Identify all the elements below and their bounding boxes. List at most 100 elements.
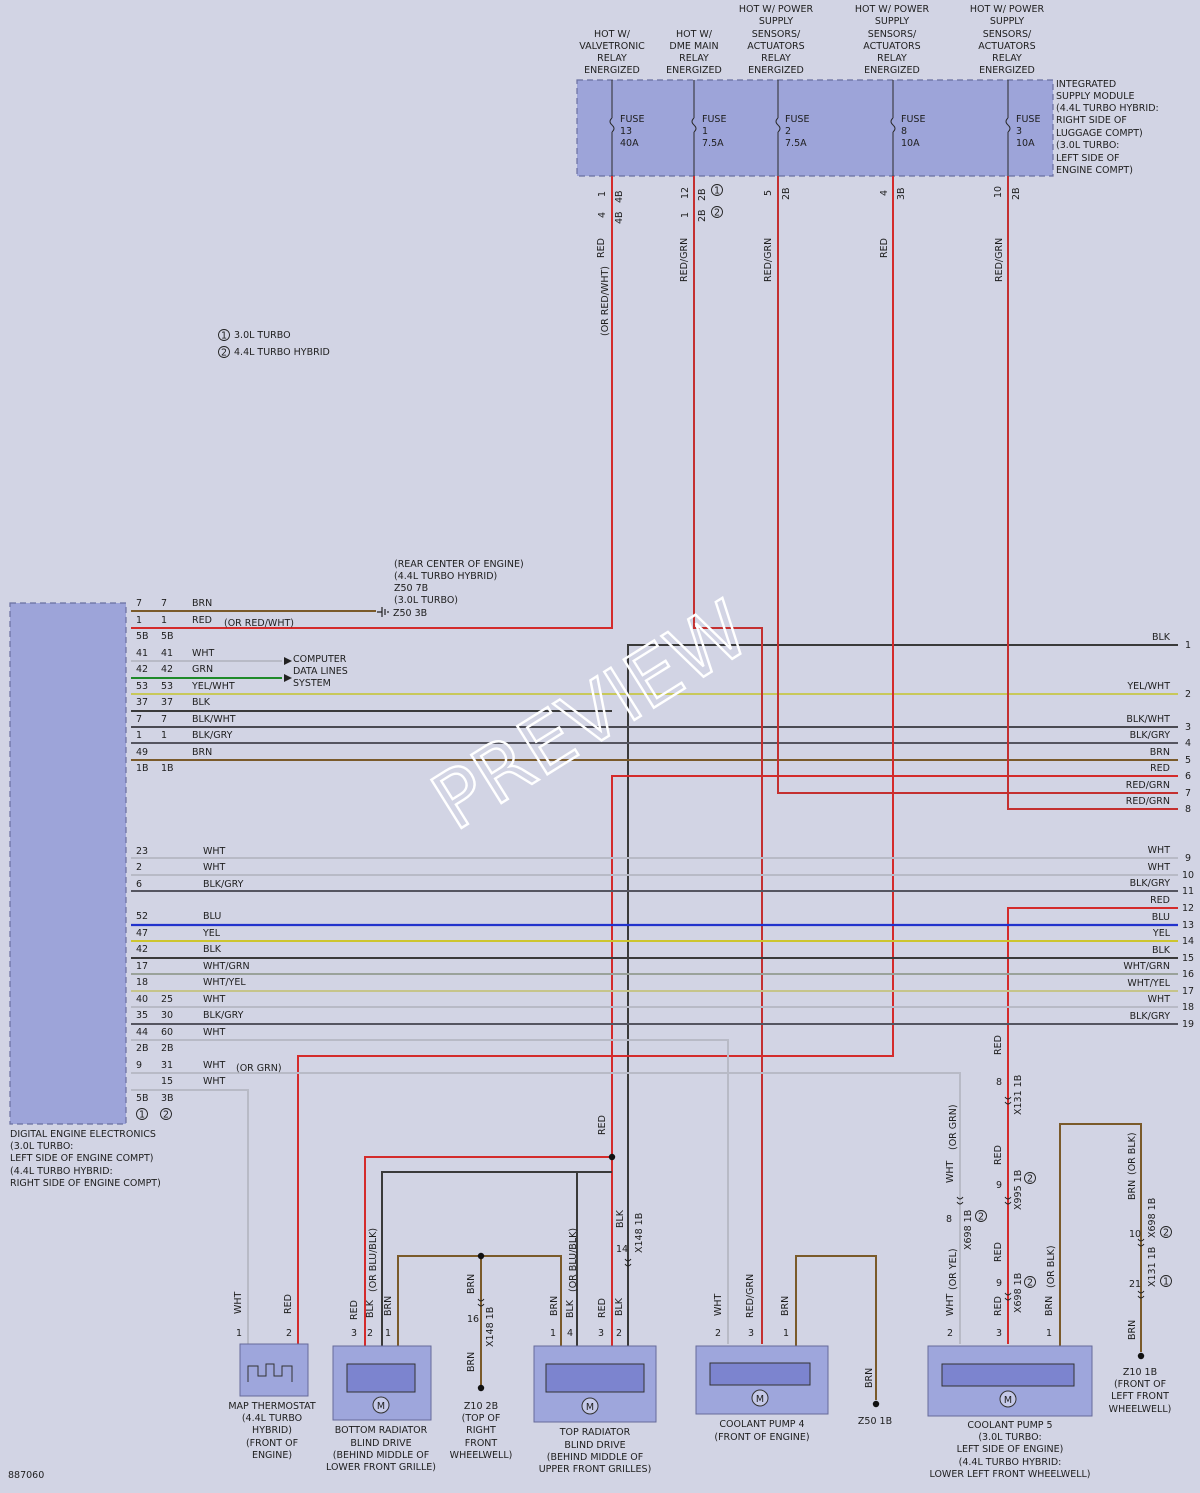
map-thermostat-label-2: (4.4L TURBO xyxy=(242,1413,302,1424)
ism-pin-labels: 1 4B 4 4B 12 2B 1 2B 5 2B 4 3B 10 2B xyxy=(597,186,1022,224)
dme-pin-b: 25 xyxy=(161,994,173,1005)
z10-2b-label-1: Z10 2B xyxy=(464,1401,498,1412)
dme-pin-a: 6 xyxy=(136,879,142,890)
ism-label-8: ENGINE COMPT) xyxy=(1056,165,1133,176)
header-1-line-3: RELAY xyxy=(597,53,627,64)
terminal-wire-color: RED/GRN xyxy=(1126,780,1170,791)
header-3-line-3: SENSORS/ xyxy=(752,29,801,40)
dme-pin-a: 9 xyxy=(136,1060,142,1071)
variant-legend: 1 3.0L TURBO 2 4.4L TURBO HYBRID xyxy=(218,329,330,359)
fuse-2-label: FUSE xyxy=(785,114,809,125)
thermostat-icon xyxy=(247,1363,293,1382)
pin: 2 xyxy=(715,1328,721,1339)
variant-marker-2: 2 xyxy=(978,1212,984,1223)
top-blind-label-3: (BEHIND MIDDLE OF xyxy=(547,1452,644,1463)
header-2-line-1: HOT W/ xyxy=(676,29,713,40)
ground-z50-line-1: (REAR CENTER OF ENGINE) xyxy=(394,559,524,570)
fuse-1-conn-a: 2B xyxy=(697,188,708,201)
legend-marker-2: 2 xyxy=(221,348,227,359)
p5-wire-note2: (OR BLK) xyxy=(1046,1245,1057,1288)
top-blind-motor-icon xyxy=(581,1397,599,1415)
dme-pin-a: 41 xyxy=(136,648,148,659)
z10-2b-label-4: FRONT xyxy=(465,1438,498,1449)
pump-5-label-3: LEFT SIDE OF ENGINE) xyxy=(957,1444,1064,1455)
dme-pin-a: 35 xyxy=(136,1010,148,1021)
z50-1b-label: Z50 1B xyxy=(858,1416,892,1427)
dme-wire-color: BLK/GRY xyxy=(203,1010,244,1021)
term-12-drop-red: RED xyxy=(993,1035,1004,1055)
terminal-wire-color: RED xyxy=(1150,763,1170,774)
variant-marker-2: 2 xyxy=(1163,1228,1169,1239)
header-4-line-2: SUPPLY xyxy=(875,16,909,27)
header-5-line-4: ACTUATORS xyxy=(978,41,1035,52)
marker-circle xyxy=(711,206,723,218)
header-2-line-2: DME MAIN xyxy=(669,41,718,52)
fuse-1-pin-b: 1 xyxy=(680,212,691,218)
marker-circle xyxy=(711,184,723,196)
fuse-8-pin: 4 xyxy=(879,190,890,196)
tb-wire-red: RED xyxy=(597,1298,608,1318)
terminal-wire-color: WHT xyxy=(1148,994,1171,1005)
tb-wire-note: (OR BLU/BLK) xyxy=(568,1228,579,1292)
variant-marker-2: 2 xyxy=(1027,1278,1033,1289)
dme-pin-a: 5B xyxy=(136,1093,149,1104)
connector-x995-icon xyxy=(1004,1196,1012,1205)
dme-label-1: DIGITAL ENGINE ELECTRONICS xyxy=(10,1129,156,1140)
terminal-wire-color: BLU xyxy=(1152,912,1170,923)
dme-label-4: (4.4L TURBO HYBRID: xyxy=(10,1166,113,1177)
map-thermostat-label-4: (FRONT OF xyxy=(246,1438,298,1449)
z10-1b-label-1: Z10 1B xyxy=(1123,1367,1157,1378)
connector-x131-icon xyxy=(1137,1290,1145,1299)
ground-z50: (REAR CENTER OF ENGINE) (4.4L TURBO HYBR… xyxy=(377,559,524,619)
p5-low-red: RED xyxy=(993,1242,1004,1262)
dme-pin-b: 42 xyxy=(161,664,173,675)
terminal-wire-color: WHT/GRN xyxy=(1123,961,1170,972)
terminal-number: 3 xyxy=(1185,722,1191,733)
header-5-line-3: SENSORS/ xyxy=(983,29,1032,40)
motor-symbol: M xyxy=(586,1402,594,1413)
top-blind-label-2: BLIND DRIVE xyxy=(564,1440,625,1451)
terminal-number: 5 xyxy=(1185,755,1191,766)
fuse-2-symbol xyxy=(775,117,781,133)
dme-pin-a: 40 xyxy=(136,994,148,1005)
legend-text-1: 3.0L TURBO xyxy=(234,330,291,341)
terminal-number: 6 xyxy=(1185,771,1191,782)
fuse-3-pin: 10 xyxy=(993,186,1004,198)
wire-redgrn-term7 xyxy=(777,176,1178,794)
terminal-number: 7 xyxy=(1185,788,1191,799)
bb-wire-brn: BRN xyxy=(383,1296,394,1316)
conn-x698-wht: X698 1B xyxy=(963,1210,974,1250)
dme-pin-a: 49 xyxy=(136,747,148,758)
digital-engine-electronics-module xyxy=(9,602,127,1125)
pump-4-label-2: (FRONT OF ENGINE) xyxy=(714,1432,809,1443)
fuse-13-symbol xyxy=(609,117,615,133)
wire-wht-thermostat xyxy=(131,1089,249,1344)
pin: 2 xyxy=(616,1328,622,1339)
fuse-8-symbol xyxy=(890,117,896,133)
tb-wire-blk2: BLK xyxy=(614,1297,625,1316)
variant-marker-1: 1 xyxy=(1163,1277,1169,1288)
header-3-line-1: HOT W/ POWER xyxy=(739,4,814,15)
dme-wire-color: WHT xyxy=(203,1076,226,1087)
terminal-wire-color: BLK/WHT xyxy=(1126,714,1170,725)
pump-5-label-4: (4.4L TURBO HYBRID: xyxy=(959,1457,1062,1468)
pump-4-motor-icon xyxy=(751,1389,769,1407)
pin: 3 xyxy=(351,1328,357,1339)
terminal-wire-color: WHT/YEL xyxy=(1127,978,1170,989)
integrated-supply-module xyxy=(576,79,1054,177)
pump-4-block xyxy=(709,1362,811,1386)
variant-marker-circle xyxy=(1024,1276,1036,1288)
z10-1b-label-3: LEFT FRONT xyxy=(1111,1391,1169,1402)
dme-pin-b: 5B xyxy=(161,631,174,642)
fuse-1-conn-b: 2B xyxy=(697,209,708,222)
fuse-13-pin-b: 4 xyxy=(597,212,608,218)
dme-label-5: RIGHT SIDE OF ENGINE COMPT) xyxy=(10,1178,161,1189)
pin: 4 xyxy=(567,1328,573,1339)
bottom-blind-label-2: BLIND DRIVE xyxy=(350,1438,411,1449)
connector-x698-icon xyxy=(1137,1238,1145,1247)
wire-redgrn-term8 xyxy=(1007,176,1178,810)
dme-pin-a: 2 xyxy=(136,862,142,873)
fuse-2-num: 2 xyxy=(785,126,791,137)
ground-z50-line-4: (3.0L TURBO) xyxy=(394,595,458,606)
